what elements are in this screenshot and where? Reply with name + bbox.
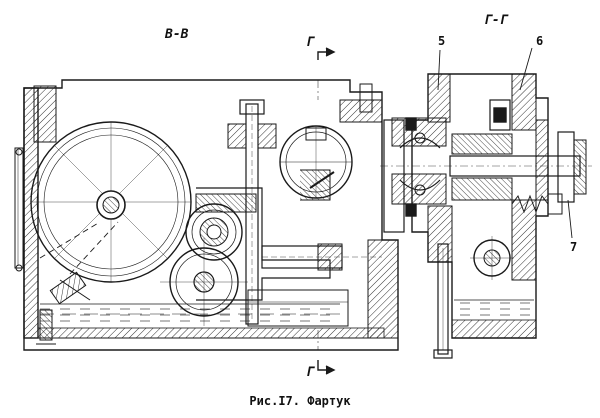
section-gg-view — [380, 73, 592, 359]
drop-rod — [437, 243, 449, 355]
cut-mark-bottom: Г — [306, 365, 314, 380]
cut-mark-top: Г — [306, 35, 314, 50]
spring — [511, 194, 549, 214]
cut-plane-marks — [317, 47, 336, 375]
section-label-gg: Г-Г — [484, 13, 508, 28]
callout-6: 6 — [536, 34, 544, 48]
control-lever — [245, 103, 259, 325]
section-bb-view — [14, 79, 399, 351]
housing-floor — [37, 327, 385, 339]
leader-lines — [437, 47, 573, 239]
callout-5: 5 — [438, 34, 446, 48]
figure-caption: Рис.I7. Фартук — [249, 394, 351, 408]
oil-bath — [40, 304, 340, 326]
section-label-bb: B-B — [165, 27, 189, 42]
callout-7: 7 — [570, 240, 578, 254]
housing-outline — [23, 79, 399, 351]
